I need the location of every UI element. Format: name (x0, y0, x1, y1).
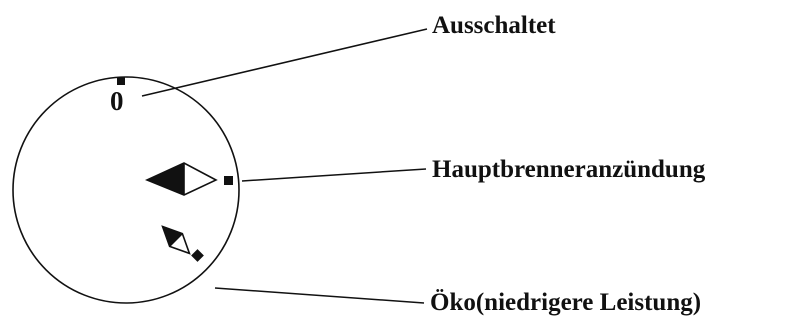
ignition-position-marker (224, 176, 233, 185)
leader-line-ignition (241, 168, 427, 182)
leader-line-off (141, 28, 428, 97)
off-symbol: 0 (110, 86, 124, 116)
label-off: Ausschaltet (432, 12, 556, 39)
label-main-burner-ignition: Hauptbrenneranzündung (432, 156, 706, 183)
off-position-marker (117, 77, 125, 85)
eco-flame-icon (161, 225, 191, 255)
ignition-flame-icon (144, 162, 218, 196)
eco-position-marker (191, 249, 204, 262)
leader-line-eco (214, 287, 425, 304)
label-eco: Öko(niedrigere Leistung) (430, 289, 702, 316)
knob-dial (12, 76, 240, 304)
